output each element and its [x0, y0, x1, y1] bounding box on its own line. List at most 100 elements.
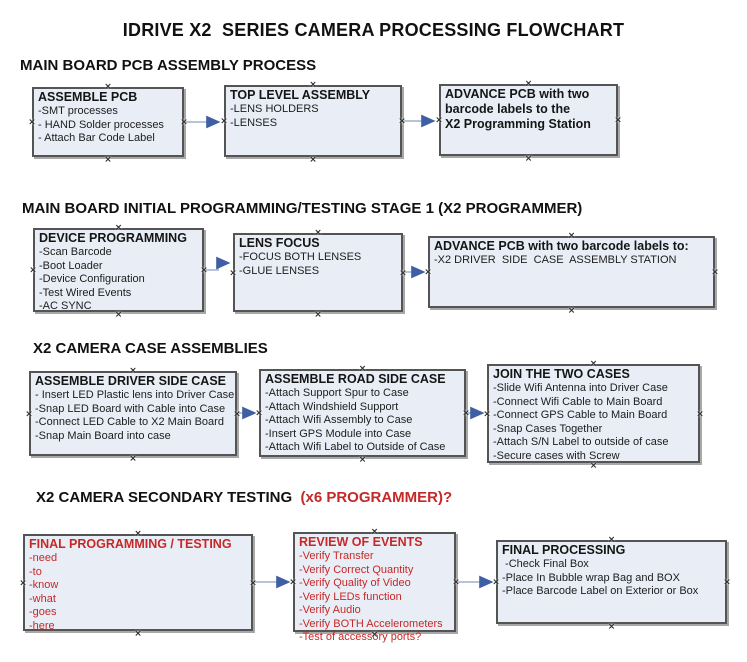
- connection-handle-icon: [220, 117, 228, 125]
- box-title: ADVANCE PCB with two barcode labels to:: [434, 239, 689, 253]
- box-item: -Verify Transfer: [299, 550, 374, 562]
- box-title: REVIEW OF EVENTS: [299, 535, 423, 549]
- connection-handle-icon: [255, 409, 263, 417]
- box-item: -Verify Correct Quantity: [299, 563, 414, 576]
- connection-handle-icon: [314, 310, 322, 318]
- section-heading-secondary-testing: X2 CAMERA SECONDARY TESTING (x6 PROGRAMM…: [36, 489, 452, 506]
- connection-handle-icon: [435, 116, 443, 124]
- flow-box-device-programming[interactable]: DEVICE PROGRAMMING -Scan Barcode -Boot L…: [33, 228, 204, 312]
- box-item: -Scan Barcode: [39, 246, 112, 258]
- connection-handle-icon: [25, 409, 33, 417]
- flow-box-advance-pcb-driver-side-station[interactable]: ADVANCE PCB with two barcode labels to: …: [428, 236, 715, 308]
- flow-box-top-level-assembly[interactable]: TOP LEVEL ASSEMBLY -LENS HOLDERS -LENSES: [224, 85, 402, 157]
- connection-handle-icon: [28, 118, 36, 126]
- connection-handle-icon: [398, 117, 406, 125]
- connection-handle-icon: [233, 409, 241, 417]
- flow-box-lens-focus[interactable]: LENS FOCUS -FOCUS BOTH LENSES -GLUE LENS…: [233, 233, 403, 312]
- flow-box-final-programming-testing[interactable]: FINAL PROGRAMMING / TESTING -need -to -k…: [23, 534, 253, 632]
- flow-box-assemble-pcb[interactable]: ASSEMBLE PCB -SMT processes - HAND Solde…: [32, 87, 184, 157]
- section-heading-text: X2 CAMERA CASE ASSEMBLIES: [33, 340, 268, 357]
- box-title: TOP LEVEL ASSEMBLY: [230, 88, 371, 102]
- box-item: -SMT processes: [38, 105, 118, 117]
- flow-box-final-processing[interactable]: FINAL PROCESSING -Check Final Box -Place…: [496, 540, 727, 624]
- page-title: IDRIVE X2 SERIES CAMERA PROCESSING FLOWC…: [122, 20, 625, 40]
- box-title: ADVANCE PCB with two barcode labels to t…: [445, 87, 591, 131]
- connection-handle-icon: [129, 366, 137, 374]
- box-item: -LENS HOLDERS: [230, 103, 319, 115]
- connection-handle-icon: [608, 622, 616, 630]
- box-item: -Attach Wifi Assembly to Case: [265, 414, 413, 426]
- connection-handle-icon: [104, 82, 112, 90]
- connection-handle-icon: [200, 266, 208, 274]
- connection-handle-icon: [180, 118, 188, 126]
- box-item: -Verify LEDs function: [299, 590, 402, 603]
- connection-handle-icon: [115, 223, 123, 231]
- box-item: -Secure cases with Screw: [493, 449, 620, 462]
- connection-handle-icon: [608, 535, 616, 543]
- box-item: -FOCUS BOTH LENSES: [239, 251, 362, 263]
- box-item: -Boot Loader: [39, 259, 103, 272]
- connection-handle-icon: [104, 155, 112, 163]
- connection-handle-icon: [525, 154, 533, 162]
- box-title: ASSEMBLE ROAD SIDE CASE: [265, 372, 446, 386]
- box-item: -Verify BOTH Accelerometers: [299, 617, 443, 630]
- box-item: -goes: [29, 606, 57, 618]
- box-item: -Insert GPS Module into Case: [265, 427, 412, 440]
- box-item: -Attach Wifi Label to Outside of Case: [265, 441, 446, 453]
- flow-box-review-of-events[interactable]: REVIEW OF EVENTS -Verify Transfer -Verif…: [293, 532, 456, 643]
- connection-handle-icon: [462, 409, 470, 417]
- section-heading-initial-programming: MAIN BOARD INITIAL PROGRAMMING/TESTING S…: [22, 200, 582, 217]
- box-item: -GLUE LENSES: [239, 264, 320, 277]
- box-title: ASSEMBLE DRIVER SIDE CASE: [35, 374, 227, 388]
- box-item: -Test Wired Events: [39, 286, 132, 299]
- box-item: -Check Final Box: [502, 558, 589, 570]
- connection-handle-icon: [129, 454, 137, 462]
- box-item: -need: [29, 552, 58, 564]
- flow-box-assemble-driver-side-case[interactable]: ASSEMBLE DRIVER SIDE CASE - Insert LED P…: [29, 371, 237, 456]
- box-item: -Verify Quality of Video: [299, 577, 411, 589]
- box-item: -Slide Wifi Antenna into Driver Case: [493, 382, 668, 394]
- box-title: LENS FOCUS: [239, 236, 320, 250]
- connection-handle-icon: [29, 266, 37, 274]
- connector-arrow: [206, 256, 231, 271]
- flow-box-advance-pcb-programming-station[interactable]: ADVANCE PCB with two barcode labels to t…: [439, 84, 618, 156]
- connection-handle-icon: [614, 116, 622, 124]
- box-item: -Device Configuration: [39, 273, 145, 285]
- box-item: -here: [29, 619, 55, 632]
- connection-handle-icon: [309, 80, 317, 88]
- connection-handle-icon: [249, 578, 257, 586]
- connection-handle-icon: [452, 578, 460, 586]
- connection-handle-icon: [492, 578, 500, 586]
- connection-handle-icon: [399, 268, 407, 276]
- flow-box-assemble-road-side-case[interactable]: ASSEMBLE ROAD SIDE CASE -Attach Support …: [259, 369, 466, 457]
- connection-handle-icon: [568, 306, 576, 314]
- box-item: -Test of accessory ports?: [299, 631, 422, 643]
- connection-handle-icon: [359, 364, 367, 372]
- box-item: -Connect Wifi Cable to Main Board: [493, 395, 663, 408]
- section-heading-text: MAIN BOARD INITIAL PROGRAMMING/TESTING S…: [22, 200, 583, 217]
- flow-box-join-the-two-cases[interactable]: JOIN THE TWO CASES -Slide Wifi Antenna i…: [487, 364, 700, 463]
- section-heading-red-text: (x6 PROGRAMMER)?: [300, 489, 453, 506]
- box-item: - Insert LED Plastic lens into Driver Ca…: [35, 389, 235, 401]
- box-item: -Attach S/N Label to outside of case: [493, 436, 669, 448]
- box-title: ASSEMBLE PCB: [38, 90, 138, 104]
- section-heading-pcb-assembly: MAIN BOARD PCB ASSEMBLY PROCESS: [20, 57, 316, 74]
- connection-handle-icon: [696, 409, 704, 417]
- box-item: -Place Barcode Label on Exterior or Box: [502, 585, 699, 597]
- box-item: -Snap LED Board with Cable into Case: [35, 402, 226, 415]
- connection-handle-icon: [711, 268, 719, 276]
- box-item: -what: [29, 592, 56, 605]
- section-heading-text: X2 CAMERA SECONDARY TESTING: [36, 489, 301, 506]
- connection-handle-icon: [314, 228, 322, 236]
- box-item: -Verify Audio: [299, 604, 361, 616]
- box-title: FINAL PROCESSING: [502, 543, 626, 557]
- section-heading-case-assemblies: X2 CAMERA CASE ASSEMBLIES: [33, 340, 268, 357]
- connection-handle-icon: [525, 79, 533, 87]
- box-item: -LENSES: [230, 116, 278, 129]
- box-item: -know: [29, 579, 59, 591]
- connection-handle-icon: [134, 529, 142, 537]
- connection-handle-icon: [229, 268, 237, 276]
- box-item: -AC SYNC: [39, 300, 92, 312]
- box-item: -X2 DRIVER SIDE CASE ASSEMBLY STATION: [434, 254, 677, 266]
